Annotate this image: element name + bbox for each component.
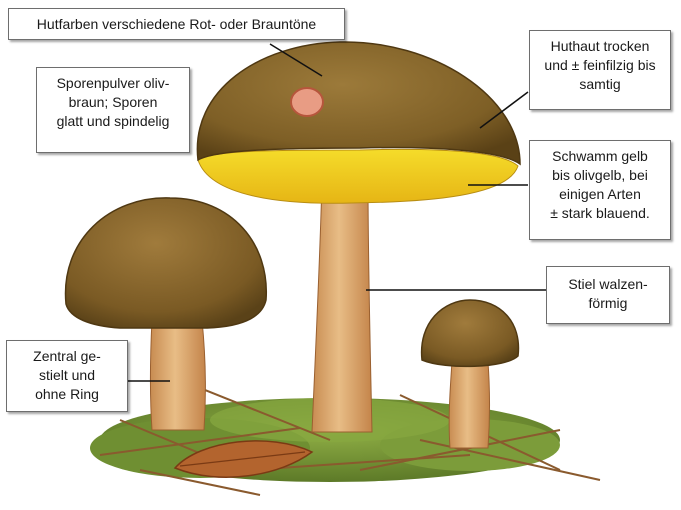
label-sporenpulver: Sporenpulver oliv- braun; Sporen glatt u… [36,67,190,153]
label-hutfarben: Hutfarben verschiedene Rot- oder Brauntö… [8,8,345,40]
label-zentral: Zentral ge- stielt und ohne Ring [6,340,128,412]
label-huthaut: Huthaut trocken und ± feinfilzig bis sam… [529,30,671,110]
label-schwamm: Schwamm gelb bis olivgelb, bei einigen A… [529,140,671,240]
label-stiel: Stiel walzen- förmig [546,266,670,324]
